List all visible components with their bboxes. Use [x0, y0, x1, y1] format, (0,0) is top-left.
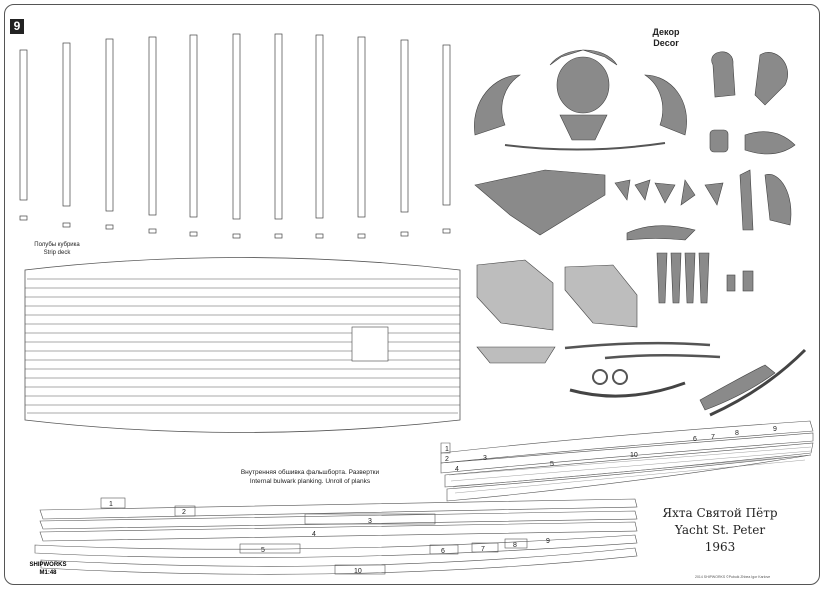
strip-number: 8: [513, 542, 517, 549]
mermaid-decor: [626, 225, 696, 241]
window-decor: [476, 259, 554, 331]
stern-decor: [474, 169, 606, 236]
strip-tab: [357, 233, 366, 239]
strip-tab: [19, 215, 28, 221]
garland-decor: [699, 364, 776, 411]
strip-number: 2: [182, 509, 186, 516]
figure-decor: [764, 174, 792, 226]
strip-number: 6: [441, 548, 445, 555]
deck-strip: [357, 36, 366, 218]
strip-number: 10: [630, 452, 638, 459]
strip-deck-label-ru: Полубы кубрика: [34, 242, 80, 248]
deck-strip: [62, 42, 71, 207]
deck-strip: [232, 33, 241, 220]
lion-decor: [744, 131, 796, 155]
strip-number: 4: [455, 466, 459, 473]
planking-label: Внутренняя обшивка фальшборта. Развертки…: [220, 468, 400, 486]
strip-number: 10: [354, 568, 362, 575]
lower-strip-numbers: 1 2 3 4 5 6 7 8 9 10: [109, 501, 550, 575]
deck-strip: [189, 34, 198, 218]
yacht-title: Яхта Святой Пётр Yacht St. Peter 1963: [660, 505, 780, 556]
deck-strip: [19, 49, 28, 201]
yacht-title-ru: Яхта Святой Пётр: [662, 506, 778, 520]
lower-bulwark-strips: [34, 497, 638, 575]
ring-decor: [612, 369, 628, 385]
decor-label-en: Decor: [653, 38, 679, 48]
yacht-title-year: 1963: [704, 540, 736, 554]
garland-decor: [709, 348, 807, 417]
decor-elements: [474, 49, 807, 417]
strip-tab: [62, 222, 71, 228]
scroll-left-decor: [474, 74, 521, 136]
lantern-decor: [726, 274, 736, 292]
garland-decor: [564, 341, 711, 350]
strip-tab: [105, 224, 114, 230]
strip-number: 3: [483, 455, 487, 462]
strip-tab: [442, 228, 451, 234]
planking-label-en: Internal bulwark planking. Unroll of pla…: [249, 478, 371, 485]
window-decor: [564, 264, 638, 328]
strip-number: 1: [445, 446, 449, 453]
figure-decor: [754, 52, 788, 106]
deck-strip: [315, 34, 324, 219]
strip-number: 9: [546, 538, 550, 545]
brand-scale: M1:48: [39, 570, 57, 576]
scroll-right-decor: [644, 74, 687, 136]
decor-label: Декор Decor: [643, 27, 689, 49]
strip-number: 5: [261, 547, 265, 554]
right-strip-numbers: 1 2 3 4 5 6 7 8 9 10: [445, 426, 777, 473]
deck-strip: [274, 33, 283, 220]
garland-decor: [604, 353, 721, 360]
strip-number: 1: [109, 501, 113, 508]
deck-strip: [148, 36, 157, 216]
strip-number: 7: [711, 434, 715, 441]
sheet-number: 9: [10, 19, 24, 34]
deck-strips: [19, 33, 451, 239]
strip-number: 6: [693, 436, 697, 443]
brand-name: SHIPWORKS: [29, 562, 67, 568]
strip-tab: [189, 231, 198, 237]
right-bulwark-strips: [440, 420, 814, 502]
small-decor: [614, 179, 724, 206]
figure-decor: [711, 51, 736, 98]
strip-number: 5: [550, 461, 554, 468]
bench-decor: [476, 346, 556, 364]
shield-decor: [709, 129, 729, 153]
strip-deck-label-en: Strip deck: [43, 250, 71, 256]
strip-deck-label: Полубы кубрика Strip deck: [27, 241, 87, 257]
deck-strip: [105, 38, 114, 212]
figure-decor: [739, 169, 754, 231]
brand-logo: SHIPWORKS M1:48: [21, 561, 75, 577]
decor-label-ru: Декор: [652, 27, 680, 37]
strip-number: 9: [773, 426, 777, 433]
copyright-text: 2014 SHIPWORKS ©Pubuik Zhbea Igor Karlov…: [695, 575, 771, 579]
strip-number: 2: [445, 456, 449, 463]
ring-decor: [592, 369, 608, 385]
crest-decor: [556, 56, 610, 114]
deck-planking: [24, 257, 461, 433]
strip-number: 8: [735, 430, 739, 437]
deck-strip: [442, 44, 451, 206]
garland-decor: [569, 381, 686, 398]
strip-number: 7: [481, 546, 485, 553]
yacht-title-en: Yacht St. Peter: [674, 523, 766, 537]
strip-number: 3: [368, 518, 372, 525]
drawing-canvas: 1 2 3 4 5 6 7 8 9 10 1 2 3 4 5 6 7: [19, 33, 814, 575]
strip-number: 4: [312, 531, 316, 538]
planking-label-ru: Внутренняя обшивка фальшборта. Развертки: [240, 469, 380, 476]
balusters-decor: [656, 252, 710, 304]
strip-tab: [400, 231, 409, 237]
strip-tab: [274, 233, 283, 239]
plan-sheet: 9: [4, 4, 820, 585]
lantern-decor: [742, 270, 754, 292]
strip-tab: [232, 233, 241, 239]
strip-tab: [148, 228, 157, 234]
strip-tab: [315, 233, 324, 239]
deck-strip: [400, 39, 409, 213]
